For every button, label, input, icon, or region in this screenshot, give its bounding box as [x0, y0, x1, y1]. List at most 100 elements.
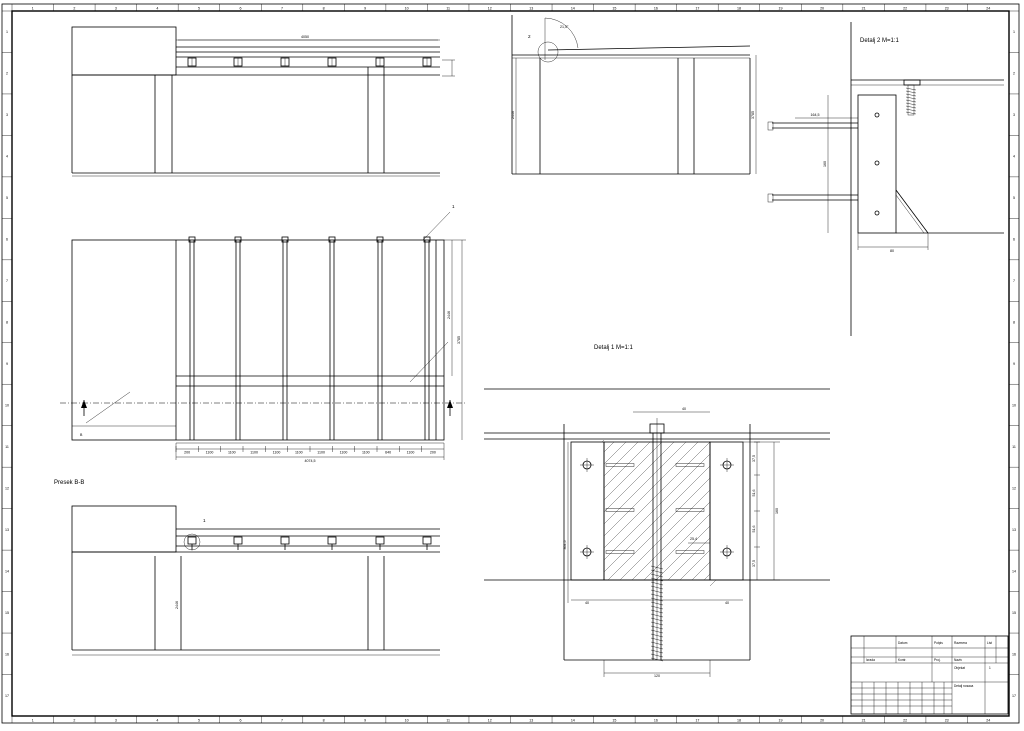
- frame-number-top: 22: [903, 7, 907, 11]
- dim-d1-bottom: 120: [654, 674, 660, 678]
- dim-top-length: 4050: [301, 35, 309, 39]
- frame-number-bottom: 16: [654, 719, 658, 723]
- frame-number-right: 3: [1013, 113, 1015, 117]
- dim-plan-spacing: 1100: [407, 451, 415, 455]
- sheet-frame: 1122334455667788991010111112121313141415…: [1, 3, 1020, 724]
- dim-d1-side-right: 40: [725, 601, 729, 605]
- frame-number-left: 3: [6, 113, 8, 117]
- frame-number-right: 13: [1012, 528, 1016, 532]
- dim-d1-right-part: 37,5: [752, 560, 756, 567]
- frame-number-bottom: 2: [73, 719, 75, 723]
- frame-number-top: 17: [695, 7, 699, 11]
- frame-number-right: 8: [1013, 321, 1015, 325]
- frame-number-top: 15: [612, 7, 616, 11]
- frame-number-top: 23: [945, 7, 949, 11]
- tb-project: Objekat: [954, 666, 965, 670]
- tb-sheet: 1: [989, 666, 991, 670]
- detail-2: Detalj 2 M=1:1 164,5 160 80: [767, 22, 1004, 336]
- dim-plan-spacing: 200: [430, 451, 436, 455]
- dim-plan-spacing: 1100: [273, 451, 281, 455]
- frame-number-left: 9: [6, 362, 8, 366]
- side-marker-2: 2: [528, 34, 531, 39]
- frame-number-right: 2: [1013, 72, 1015, 76]
- frame-number-bottom: 6: [239, 719, 241, 723]
- frame-number-bottom: 5: [198, 719, 200, 723]
- dim-plan-spacing: 1100: [362, 451, 370, 455]
- frame-number-right: 17: [1012, 694, 1016, 698]
- frame-number-left: 11: [5, 445, 9, 449]
- frame-number-bottom: 22: [903, 719, 907, 723]
- dim-d2-height: 160: [823, 161, 827, 167]
- frame-number-bottom: 18: [737, 719, 741, 723]
- frame-number-right: 12: [1012, 486, 1016, 490]
- frame-number-right: 10: [1012, 403, 1016, 407]
- dim-plan-spacing: 1100: [317, 451, 325, 455]
- dim-plan-v1: 2446: [447, 311, 451, 319]
- frame-number-bottom: 20: [820, 719, 824, 723]
- frame-number-top: 20: [820, 7, 824, 11]
- dim-plan-spacing: 1100: [206, 451, 214, 455]
- dim-section-height: 2446: [175, 601, 179, 609]
- frame-number-right: 11: [1012, 445, 1016, 449]
- frame-number-left: 2: [6, 72, 8, 76]
- frame-number-left: 10: [5, 403, 9, 407]
- tb-row-kontr: Kontr.: [898, 658, 907, 662]
- frame-number-bottom: 8: [323, 719, 325, 723]
- frame-number-right: 9: [1013, 362, 1015, 366]
- frame-number-top: 5: [198, 7, 200, 11]
- dim-plan-v2: 3785: [457, 336, 461, 344]
- elevation-view-top: 4050: [71, 26, 455, 177]
- frame-number-top: 14: [571, 7, 575, 11]
- tb-row-izrada: Izrada: [866, 658, 875, 662]
- tb-col-potpis: Potpis: [934, 641, 943, 645]
- frame-number-bottom: 13: [529, 719, 533, 723]
- dim-plan-spacing: 1100: [250, 451, 258, 455]
- frame-number-left: 7: [6, 279, 8, 283]
- title-block: Izrada Kontr. Proj. Naziv Datum Potpis R…: [850, 635, 1009, 715]
- frame-number-right: 14: [1012, 569, 1016, 573]
- frame-number-left: 4: [6, 155, 8, 159]
- frame-number-right: 15: [1012, 611, 1016, 615]
- frame-number-right: 5: [1013, 196, 1015, 200]
- tb-drawing: Detalj nosaca: [954, 684, 974, 688]
- frame-number-bottom: 24: [986, 719, 990, 723]
- frame-number-top: 13: [529, 7, 533, 11]
- frame-number-top: 18: [737, 7, 741, 11]
- dim-d2-width: 80: [890, 249, 894, 253]
- frame-number-left: 15: [5, 611, 9, 615]
- dim-d1-left: 364,5: [563, 541, 567, 550]
- frame-number-top: 12: [488, 7, 492, 11]
- tb-col-datum: Datum: [898, 641, 908, 645]
- section-marker-1: 1: [203, 518, 206, 523]
- frame-number-top: 1: [32, 7, 34, 11]
- dim-plan-spacing: 1100: [340, 451, 348, 455]
- dim-d1-right-part: 51,6: [752, 526, 756, 533]
- frame-number-left: 1: [6, 30, 8, 34]
- dim-d1-note: 25,4: [690, 537, 697, 541]
- dim-plan-spacing: 200: [184, 451, 190, 455]
- frame-number-right: 16: [1012, 652, 1016, 656]
- frame-number-bottom: 10: [405, 719, 409, 723]
- frame-number-top: 16: [654, 7, 658, 11]
- plan-marker-1: 1: [452, 204, 455, 209]
- frame-number-bottom: 3: [115, 719, 117, 723]
- frame-number-bottom: 19: [779, 719, 783, 723]
- dim-side-right: 3785: [751, 111, 755, 119]
- frame-number-left: 17: [5, 694, 9, 698]
- frame-number-bottom: 12: [488, 719, 492, 723]
- tb-row-naziv: Naziv: [954, 658, 962, 662]
- frame-number-left: 8: [6, 321, 8, 325]
- angle-label: 21,5°: [560, 25, 569, 29]
- frame-number-left: 5: [6, 196, 8, 200]
- frame-number-top: 2: [73, 7, 75, 11]
- frame-number-top: 9: [364, 7, 366, 11]
- frame-number-bottom: 23: [945, 719, 949, 723]
- section-bb-view: 1 2446: [71, 505, 440, 656]
- tb-row-proj: Proj.: [934, 658, 941, 662]
- frame-number-left: 16: [5, 652, 9, 656]
- detail-2-title: Detalj 2 M=1:1: [860, 38, 900, 44]
- frame-number-bottom: 9: [364, 719, 366, 723]
- frame-number-bottom: 15: [612, 719, 616, 723]
